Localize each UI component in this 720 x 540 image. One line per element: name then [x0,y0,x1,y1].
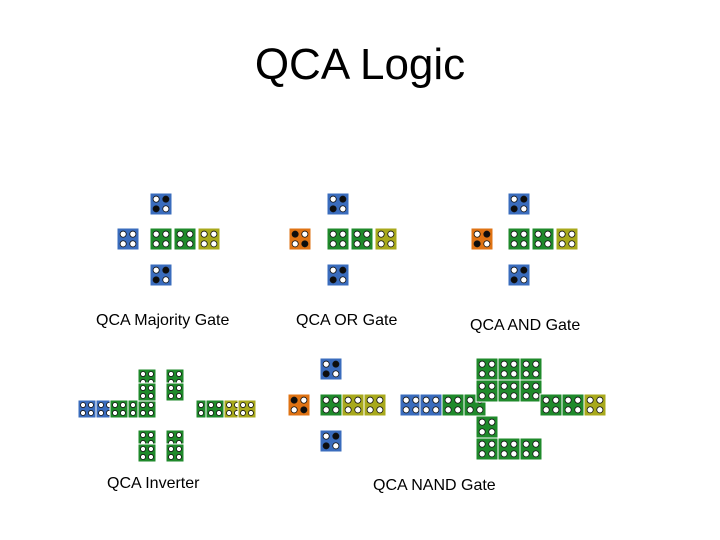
cell-nand-inv-top-4 [497,379,521,403]
cell-inv-wire-1 [109,399,129,419]
cell-or-output [374,227,398,251]
cell-nand-inv-bot-3 [497,437,521,461]
cell-inv-output-2 [237,399,257,419]
cell-majority-input-b [116,227,140,251]
cell-nand-inv-top-6 [519,379,543,403]
caption-majority-gate: QCA Majority Gate [96,312,230,329]
cell-majority-output [197,227,221,251]
cell-majority-center [149,227,173,251]
cell-nand-inv-top-5 [519,357,543,381]
slide-title: QCA Logic [254,40,466,89]
cell-nand-inv-top-3 [497,357,521,381]
cell-nand-inv-in-1 [399,393,423,417]
cell-nand-inv-wire-1 [441,393,465,417]
cell-inv-split [137,399,157,419]
cell-nand-inv-top-2 [475,379,499,403]
cell-majority-input-c [149,263,173,287]
cell-nand-inv-out-2 [561,393,585,417]
cell-nand-input-a [319,357,343,381]
cell-or-input-b [326,263,350,287]
cell-nand-inv-bot-2 [475,437,499,461]
cell-nand-input-b [319,429,343,453]
cell-and-output [555,227,579,251]
cell-nand-fixed [287,393,311,417]
cell-and-fixed [470,227,494,251]
cell-and-out-1 [531,227,555,251]
cell-or-input-a [326,192,350,216]
cell-nand-center [319,393,343,417]
cell-nand-output [583,393,607,417]
cell-nand-inv-bot-1 [475,415,499,439]
cell-majority-input-a [149,192,173,216]
cell-nand-link-2 [363,393,387,417]
cell-or-fixed [288,227,312,251]
cell-nand-link-1 [341,393,365,417]
cell-or-center [326,227,350,251]
cell-inv-bot-2 [137,443,157,463]
cell-nand-inv-in-2 [419,393,443,417]
cell-and-input-b [507,263,531,287]
caption-nand-gate: QCA NAND Gate [373,477,496,494]
caption-and-gate: QCA AND Gate [470,317,581,334]
cell-inv-bot-4 [165,443,185,463]
cell-inv-top-2 [137,382,157,402]
cell-and-center [507,227,531,251]
caption-or-gate: QCA OR Gate [296,312,398,329]
cell-inv-input-1 [77,399,97,419]
cell-nand-inv-top-1 [475,357,499,381]
cell-or-out-1 [350,227,374,251]
cell-nand-inv-out-1 [539,393,563,417]
cell-inv-out-2 [205,399,225,419]
caption-inverter: QCA Inverter [107,475,200,492]
cell-nand-inv-bot-4 [519,437,543,461]
cell-majority-out-1 [173,227,197,251]
cell-and-input-a [507,192,531,216]
cell-inv-top-4 [165,382,185,402]
